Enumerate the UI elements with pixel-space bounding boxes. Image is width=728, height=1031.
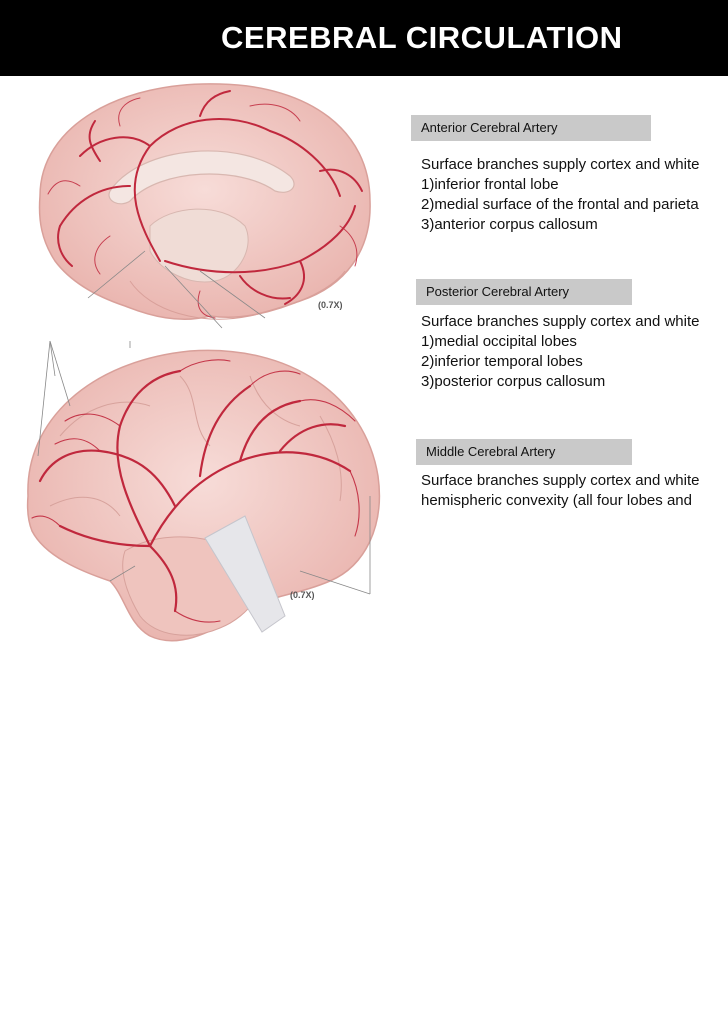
middle-cerebral-artery-heading: Middle Cerebral Artery [416, 439, 632, 465]
page-title: CEREBRAL CIRCULATION [221, 20, 623, 55]
medial-view-scale: (0.7X) [318, 300, 343, 310]
text-line: Surface branches supply cortex and white [421, 156, 700, 173]
lateral-view-scale: (0.7X) [290, 590, 315, 600]
text-line: 1)medial occipital lobes [421, 333, 577, 350]
anterior-cerebral-artery-text: Surface branches supply cortex and white… [421, 155, 728, 235]
text-line: 3)posterior corpus callosum [421, 373, 606, 390]
text-line: Surface branches supply cortex and white [421, 472, 700, 489]
posterior-cerebral-artery-heading: Posterior Cerebral Artery [416, 279, 632, 305]
text-line: 1)inferior frontal lobe [421, 176, 559, 193]
text-line: 2)medial surface of the frontal and pari… [421, 196, 699, 213]
lateral-brain-view: (0.7X) [26, 340, 381, 642]
text-line: Surface branches supply cortex and white [421, 313, 700, 330]
title-bar: CEREBRAL CIRCULATION [0, 0, 728, 76]
text-line: 2)inferior temporal lobes [421, 353, 583, 370]
anterior-cerebral-artery-heading: Anterior Cerebral Artery [411, 115, 651, 141]
middle-cerebral-artery-text: Surface branches supply cortex and white… [421, 471, 728, 511]
brain-figure-svg: (0.7X) [26, 83, 381, 642]
text-line: hemispheric convexity (all four lobes an… [421, 492, 692, 509]
posterior-cerebral-artery-text: Surface branches supply cortex and white… [421, 312, 728, 392]
text-line: 3)anterior corpus callosum [421, 216, 598, 233]
medial-brain-view: (0.7X) [38, 83, 371, 329]
brain-illustration: (0.7X) [0, 76, 400, 656]
